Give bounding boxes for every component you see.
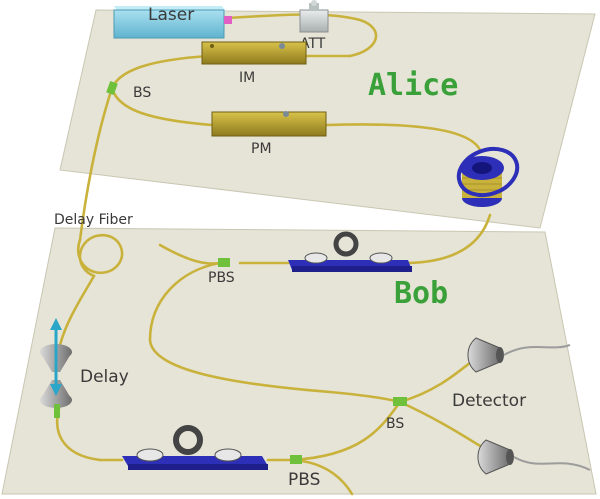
laser-source: Laser [113, 5, 232, 39]
pbs-bottom-label: PBS [288, 470, 320, 490]
detector-lower [477, 439, 591, 475]
top-pbs: PBS [208, 258, 235, 286]
bs-bob-label: BS [386, 416, 404, 432]
detector-upper [467, 337, 571, 373]
delay-fiber-label: Delay Fiber [54, 212, 133, 228]
alice-label: Alice [368, 68, 458, 103]
bob-beam-splitter: BS [386, 397, 407, 432]
intensity-modulator: IM [201, 41, 307, 86]
bs-alice-label: BS [133, 85, 151, 101]
alice-beam-splitter: BS [106, 80, 151, 101]
pm-label: PM [251, 141, 272, 157]
phase-modulator: PM [211, 111, 327, 157]
delay-label: Delay [80, 367, 129, 387]
alice-board [59, 9, 596, 229]
variable-delay-line: Delay [40, 318, 129, 418]
im-label: IM [239, 70, 255, 86]
bottom-polarization-controller [122, 425, 268, 470]
top-polarization-controller [288, 231, 412, 272]
pbs-top-label: PBS [208, 270, 235, 286]
fiber-spool [456, 146, 520, 207]
detector-label: Detector [452, 391, 526, 411]
bob-label: Bob [394, 276, 448, 311]
laser-label: Laser [148, 5, 194, 25]
bottom-pbs: PBS [288, 455, 320, 490]
